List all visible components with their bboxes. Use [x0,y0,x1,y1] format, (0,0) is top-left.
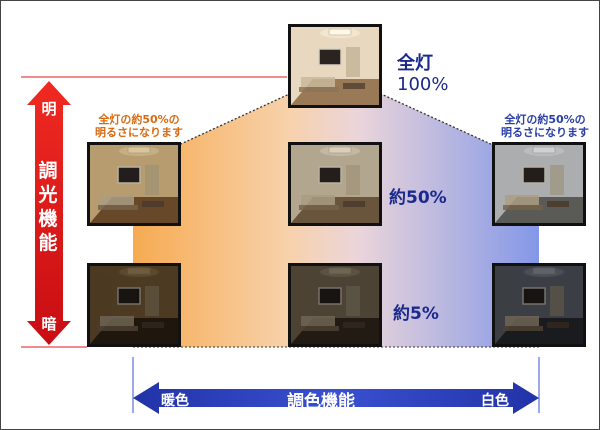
toning-title: 調色機能 [287,392,355,412]
dimming-arrow [27,81,71,345]
half-label: 約50% [389,188,447,208]
warm-label: 暖色 [161,393,189,409]
room-photo-neutral-half [288,142,382,226]
dark-label: 暗 [41,315,57,333]
bright-label: 明 [41,100,57,118]
toning-arrow [133,382,539,414]
cool-caption: 全灯の約50%の 明るさになります [501,113,589,139]
full-label: 全灯 100% [397,53,449,95]
cool-label: 白色 [481,393,509,409]
room-photo-full [288,24,382,108]
room-photo-cool-half [492,142,586,226]
room-photo-neutral-low [288,263,382,347]
room-photo-cool-low [492,263,586,347]
dimming-title: 調光機能 [38,160,58,254]
room-photo-warm-half [87,142,181,226]
low-label: 約5% [393,304,439,324]
room-photo-warm-low [87,263,181,347]
warm-caption: 全灯の約50%の 明るさになります [95,113,183,139]
